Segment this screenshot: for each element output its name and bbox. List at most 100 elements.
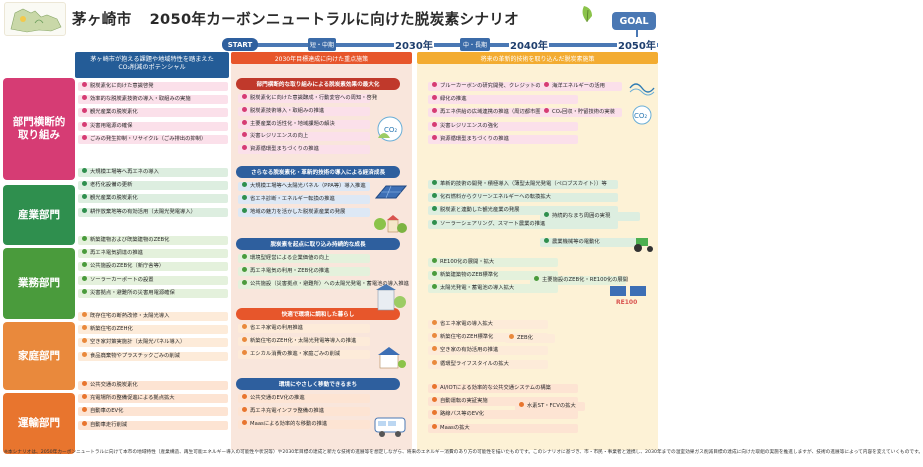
item-text: 資源循環型まちづくりの推進 — [440, 135, 509, 142]
item-text: 新築住宅のZEH化 — [90, 326, 133, 333]
timeline-short-term: 短・中期 — [308, 38, 336, 51]
phase2-household-item: 省エネ家電の導入拡大 — [428, 320, 548, 329]
potential-business-item: 公共施設のZEB化（新庁舎等） — [78, 262, 228, 272]
item-text: 既存住宅の断熱改修・太陽光導入 — [90, 313, 170, 319]
bullet-dot — [544, 82, 549, 87]
phase2-business-item: 太陽光発電・蓄電池の導入拡大 — [428, 284, 558, 294]
phase2-household-item: 空き家の有効活用の推進 — [428, 346, 548, 356]
house-illustration — [372, 344, 408, 370]
item-text: 循環型ライフスタイルの拡大 — [440, 360, 509, 367]
item-text: 再エネ供給の広域連携の推進（周辺都市圏域） — [440, 109, 552, 116]
potential-business-item: 災害拠点・避難所の災害用電源確保 — [78, 288, 228, 298]
bullet-dot — [432, 346, 437, 352]
item-text: 自動運転の実証実施 — [440, 398, 488, 405]
village-illustration — [372, 210, 408, 236]
item-text: 効率的な脱炭素技術の導入・取組みの実施 — [90, 96, 191, 103]
bullet-dot — [432, 284, 437, 290]
potential-household-item: 食品廃棄物やプラスチックごみの削減 — [78, 351, 228, 361]
bullet-dot — [82, 121, 87, 127]
potential-household-item: 既存住宅の断熱改修・太陽光導入 — [78, 312, 228, 321]
bullet-dot — [82, 351, 87, 357]
item-text: 自動車走行削減 — [90, 421, 128, 428]
timeline-2030: 2030年 — [394, 37, 434, 52]
item-text: 災害拠点・避難所の災害用電源確保 — [90, 289, 175, 296]
bullet-dot — [432, 193, 437, 199]
bullet-dot — [242, 406, 247, 412]
item-text: エシカル消費の推進・家庭ごみの削減 — [250, 350, 341, 357]
bullet-dot — [432, 134, 437, 140]
phase2-business_right-item: 主要施設のZEB化・RE100化の展開 — [530, 276, 628, 285]
phase2-cross-item: 災害レジリエンスの強化 — [428, 121, 578, 131]
item-text: 公共交通のEV化の推進 — [250, 395, 305, 401]
item-text: ZEB化 — [517, 335, 533, 341]
bullet-dot — [432, 219, 437, 225]
item-text: 観光産業の脱炭素化 — [90, 195, 138, 202]
bullet-dot — [82, 134, 87, 140]
bullet-dot — [534, 276, 539, 281]
bullet-dot — [242, 324, 247, 329]
phase1-s1-item: 主要産業の活性化・地域課題の解決 — [238, 119, 370, 129]
co2-cycle-illustration: CO₂ — [372, 114, 408, 144]
item-text: 脱炭素化に向けた意識醸成・行動変容への周知・啓発 — [250, 95, 378, 101]
bullet-dot — [432, 258, 437, 263]
timeline-2040: 2040年 — [509, 37, 549, 52]
item-text: 公共施設（災害拠点・避難所）への太陽光発電・蓄電池の導入推進 — [250, 280, 409, 287]
bullet-dot — [82, 262, 87, 268]
bullet-dot — [82, 275, 87, 281]
phase1-s3-item: 再エネ電気の利用・ZEB化の推進 — [238, 266, 370, 276]
timeline-mid-long-term: 中・長期 — [460, 38, 490, 51]
bullet-dot — [82, 420, 87, 426]
bullet-dot — [242, 349, 247, 355]
wave-icon — [628, 74, 656, 96]
item-text: 再エネ充電インフラ整備の推進 — [250, 407, 324, 414]
phase2-business-item: RE100化の展開・拡大 — [428, 258, 558, 267]
phase2-industry-item: 化石燃料からクリーンエネルギーへの転換拡大 — [428, 193, 618, 203]
item-text: 災害レジリエンスの向上 — [250, 133, 309, 140]
bullet-dot — [432, 271, 437, 277]
phase2-industry_right-item: 持続的なまち周囲の実現 — [540, 212, 640, 221]
potential-transport-item: 自動車走行削減 — [78, 420, 228, 430]
potential-industry-item: 耕作放棄地等の有効活用（太陽光発電導入） — [78, 207, 228, 217]
phase1-header: 2030年目標達成に向けた重点施策 — [231, 52, 412, 64]
item-text: 観光産業の脱炭素化 — [90, 109, 138, 116]
item-text: 耕作放棄地等の有効活用（太陽光発電導入） — [90, 208, 196, 215]
item-text: 省エネ家電の導入拡大 — [440, 321, 493, 327]
bullet-dot — [82, 249, 87, 255]
potential-business-item: 再エネ電気調達の推進 — [78, 249, 228, 259]
phase2-transport-item: Maasの拡大 — [428, 423, 578, 433]
item-text: ソーラーシェアリング、スマート農業の推進 — [440, 220, 546, 227]
category-column: 部門横断的 取り組み 産業部門 業務部門 家庭部門 運輸部門 — [3, 52, 75, 454]
category-household: 家庭部門 — [3, 322, 75, 390]
phase1-s3-item: 環境型経営による企業価値の向上 — [238, 254, 370, 263]
tractor-icon — [628, 232, 656, 254]
phase2-transport-item: 路線バス等のEV化 — [428, 410, 578, 420]
phase2-industry-item: ソーラーシェアリング、スマート農業の推進 — [428, 219, 618, 229]
bullet-dot — [82, 407, 87, 413]
phase1-s4-item: 省エネ家電の利用推進 — [238, 324, 370, 333]
item-text: Maasによる効率的な移動の推進 — [250, 420, 328, 427]
bullet-dot — [242, 182, 247, 187]
item-text: 大規模工場等へ太陽光パネル（PPA等）導入推進 — [250, 183, 366, 189]
category-business: 業務部門 — [3, 248, 75, 319]
item-text: 災害用電源の確保 — [90, 122, 133, 129]
goal-flag-pole — [636, 30, 638, 42]
potential-header: 茅ヶ崎市が抱える課題や地域特性を踏まえた CO₂削減のポテンシャル — [75, 52, 229, 78]
item-text: 老朽化設備の更新 — [90, 182, 133, 189]
item-text: ごみの発生抑制・リサイクル（ごみ排出の抑制） — [90, 135, 207, 142]
bullet-dot — [432, 108, 437, 114]
item-text: 災害レジリエンスの強化 — [440, 122, 499, 129]
co2-capture-icon: CO₂ — [628, 104, 656, 126]
bullet-dot — [82, 108, 87, 114]
phase1-s3-item: 公共施設（災害拠点・避難所）への太陽光発電・蓄電池の導入推進 — [238, 279, 409, 289]
timeline-2050: 2050年 — [617, 37, 657, 52]
bullet-dot — [82, 168, 87, 173]
phase2-cross_right-item: CO₂回収・貯留技術の実装 — [540, 108, 622, 117]
phase1-s5-item: Maasによる効率的な移動の推進 — [238, 419, 370, 429]
bullet-dot — [82, 312, 87, 317]
main-title: 2050年カーボンニュートラルに向けた脱炭素シナリオ — [149, 11, 520, 28]
item-text: 主要産業の活性化・地域課題の解決 — [250, 120, 335, 127]
potential-cross-item: ごみの発生抑制・リサイクル（ごみ排出の抑制） — [78, 134, 228, 144]
